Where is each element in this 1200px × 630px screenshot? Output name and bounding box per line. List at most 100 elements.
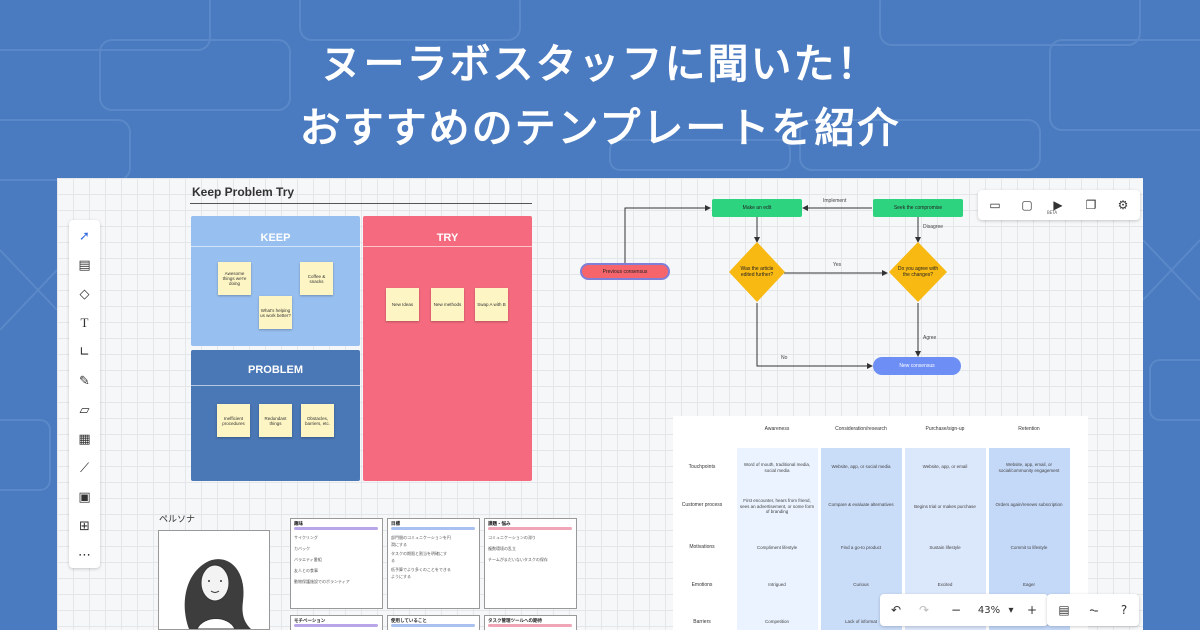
beta-badge: BETA: [1047, 210, 1058, 215]
journey-column: [737, 448, 818, 630]
journey-row-label: Emotions: [691, 582, 713, 588]
pages-icon[interactable]: ▭: [989, 198, 1001, 212]
card-line: 動物保護施設でのボランティア: [294, 579, 350, 584]
flow-label-yes: Yes: [833, 262, 842, 268]
journey-cell: Competition: [764, 619, 789, 624]
whiteboard-canvas[interactable]: ➚ ▤ ◇ T ∟ ✎ ▱ ▦ ⟋ ▣ ⊞ ⋯ Keep Problem Try…: [57, 178, 1143, 630]
card-accent-bar: [488, 527, 572, 530]
card-line: コミュニケーションの滞り: [488, 535, 536, 540]
persona-card-tools[interactable]: 使用していること: [387, 615, 480, 630]
card-line: る: [391, 558, 395, 563]
journey-header: Retention: [1018, 426, 1040, 432]
zoom-out-button[interactable]: −: [950, 603, 962, 617]
card-title: 使用していること: [391, 619, 427, 624]
card-accent-bar: [391, 624, 475, 627]
undo-icon[interactable]: ↶: [890, 603, 902, 617]
table-icon[interactable]: ▦: [78, 431, 91, 447]
problem-panel[interactable]: PROBLEM Inefficient procedures Redundant…: [191, 350, 360, 481]
flow-label-agree: Agree: [923, 335, 937, 341]
card-title: 課題・悩み: [488, 522, 511, 527]
pen-icon[interactable]: ✎: [79, 373, 90, 389]
more-icon[interactable]: ⋯: [78, 547, 91, 563]
journey-header: Consideration/research: [835, 426, 887, 432]
video-icon[interactable]: ▶: [1053, 198, 1063, 212]
journey-row-label: Motivations: [689, 544, 715, 550]
sticky-note[interactable]: Swap A with B: [475, 288, 508, 321]
flow-decision-article[interactable]: [729, 242, 785, 302]
headline-line-1: ヌーラボスタッフに聞いた！: [320, 40, 880, 88]
chart-icon[interactable]: ⟋: [79, 460, 90, 476]
card-line: 友人との食事: [294, 568, 318, 573]
card-line: 複数環境の乱立: [488, 546, 516, 551]
card-line: 滑にする: [391, 542, 408, 547]
zoom-level[interactable]: 43%: [977, 604, 1001, 616]
card-line: タスクの期限と割当を明確にす: [391, 551, 448, 556]
text-icon[interactable]: T: [80, 315, 89, 330]
sticky-note[interactable]: New methods: [431, 288, 464, 321]
journey-cell: Begins trial or makes purchase: [914, 504, 976, 509]
card-line: 部門間のコミュニケーションを円: [391, 535, 451, 540]
sticky-note[interactable]: What's helping us work better?: [259, 296, 292, 329]
card-title: 趣味: [294, 522, 303, 527]
kpt-title-underline: [190, 203, 532, 204]
journey-cell: Eager: [1022, 582, 1035, 587]
journey-header: Purchase/sign-up: [925, 426, 965, 432]
card-accent-bar: [294, 527, 378, 530]
keep-panel[interactable]: KEEP Awesome things we're doing Coffee &…: [191, 216, 360, 346]
activity-icon[interactable]: ⏦: [1089, 602, 1099, 617]
journey-header: Awareness: [764, 426, 790, 432]
zoom-in-button[interactable]: +: [1026, 603, 1038, 617]
connector-icon[interactable]: ∟: [79, 344, 90, 360]
shapes-icon[interactable]: ◇: [79, 286, 90, 302]
chat-icon[interactable]: ❐: [1085, 198, 1097, 212]
settings-icon[interactable]: ⚙: [1117, 198, 1129, 212]
flow-new-consensus[interactable]: New consensus: [873, 357, 961, 375]
journey-cell: Lack of informat: [844, 619, 877, 624]
persona-card-expectations[interactable]: タスク管理ツールへの期待: [484, 615, 577, 630]
persona-portrait-box[interactable]: [158, 530, 270, 630]
journey-cell: Website, app, or email: [922, 464, 968, 469]
sticky-note[interactable]: Obstacles, barriers, etc.: [301, 404, 334, 437]
flow-make-edit[interactable]: Make an edit: [712, 199, 802, 217]
sticky-note-list-icon[interactable]: ▤: [78, 257, 91, 273]
view-toolbar: ▤ ⏦ ?: [1047, 594, 1139, 626]
flow-seek-compromise[interactable]: Seek the compromise: [873, 199, 963, 217]
flow-decision-agree[interactable]: [889, 242, 947, 302]
journey-cell: Word of mouth, traditional media, social…: [743, 462, 811, 473]
journey-cell: Excited: [937, 582, 953, 587]
try-label: TRY: [363, 216, 532, 247]
flow-previous-consensus[interactable]: Previous consensus: [580, 263, 670, 280]
sticky-note[interactable]: Coffee & snacks: [300, 262, 333, 295]
journey-cell: Website, app, email, or social/community…: [998, 462, 1060, 473]
card-line: バラエティ番組: [294, 557, 322, 562]
image-icon[interactable]: ▣: [78, 489, 91, 505]
problem-label: PROBLEM: [191, 350, 360, 386]
redo-icon[interactable]: ↷: [918, 603, 930, 617]
zoom-dropdown-caret[interactable]: ▾: [1008, 604, 1014, 616]
kpt-title: Keep Problem Try: [192, 185, 295, 199]
persona-card-motivation[interactable]: モチベーション: [290, 615, 383, 630]
journey-row-label: Barriers: [693, 619, 711, 625]
card-accent-bar: [294, 624, 378, 627]
cursor-icon[interactable]: ➚: [79, 228, 90, 244]
help-icon[interactable]: ?: [1120, 603, 1128, 617]
add-frame-icon[interactable]: ⊞: [79, 518, 90, 534]
persona-card-challenges[interactable]: 課題・悩み コミュニケーションの滞り 複数環境の乱立 チームがまだいないタスクの…: [484, 518, 577, 609]
journey-cell: Curious: [853, 582, 869, 587]
sticky-note[interactable]: Awesome things we're doing: [218, 262, 251, 295]
journey-row-label: Touchpoints: [688, 464, 716, 470]
flow-decision-agree-label: Do you agree with the changes?: [897, 266, 939, 278]
comment-icon[interactable]: ▢: [1021, 198, 1033, 212]
try-panel[interactable]: TRY New Ideas New methods Swap A with B: [363, 216, 532, 481]
journey-cell: Compare & evaluate alternatives: [828, 502, 894, 507]
note-icon[interactable]: ▱: [79, 402, 90, 418]
persona-card-hobbies[interactable]: 趣味 サイクリング カバック バラエティ番組 友人との食事 動物保護施設でのボラ…: [290, 518, 383, 609]
persona-card-goals[interactable]: 目標 部門間のコミュニケーションを円 滑にする タスクの期限と割当を明確にす る…: [387, 518, 480, 609]
card-line: カバック: [294, 546, 310, 551]
sticky-note[interactable]: Redundant things: [259, 404, 292, 437]
page-settings-icon[interactable]: ▤: [1058, 603, 1070, 617]
sticky-note[interactable]: Inefficient procedures: [217, 404, 250, 437]
sticky-note[interactable]: New Ideas: [386, 288, 419, 321]
headline: ヌーラボスタッフに聞いた！ おすすめのテンプレートを紹介: [0, 32, 1200, 160]
